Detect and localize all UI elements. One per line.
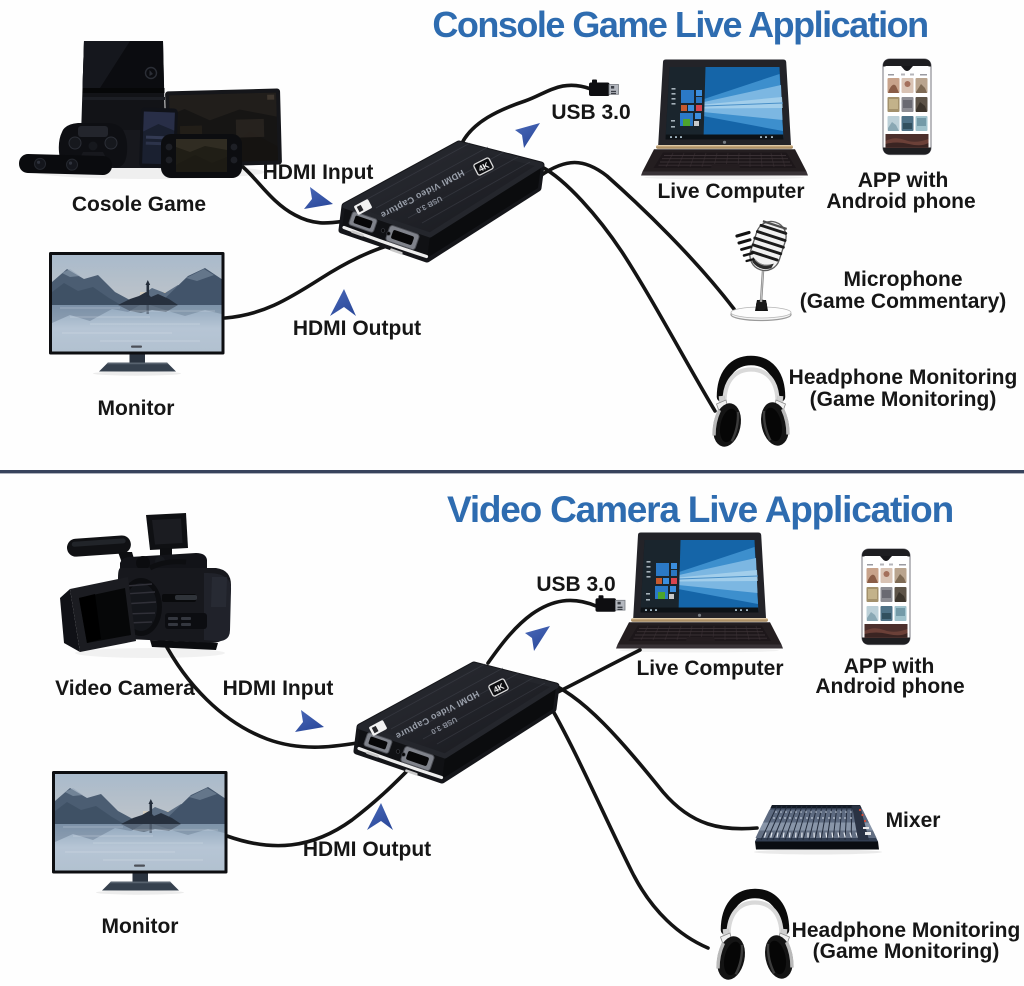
svg-text:USB 3.0: USB 3.0 bbox=[551, 101, 630, 124]
svg-text:Monitor: Monitor bbox=[98, 397, 175, 420]
svg-text:Monitor: Monitor bbox=[102, 915, 179, 938]
svg-text:APP with: APP with bbox=[844, 655, 935, 678]
svg-text:Video Camera Live Application: Video Camera Live Application bbox=[447, 489, 953, 530]
svg-text:Android phone: Android phone bbox=[815, 675, 964, 698]
svg-text:Cosole Game: Cosole Game bbox=[72, 193, 206, 216]
svg-text:Mixer: Mixer bbox=[886, 809, 941, 832]
svg-text:(Game Monitoring): (Game Monitoring) bbox=[810, 388, 997, 411]
svg-text:(Game Monitoring): (Game Monitoring) bbox=[813, 940, 1000, 963]
svg-text:Microphone: Microphone bbox=[844, 268, 963, 291]
svg-text:HDMI Output: HDMI Output bbox=[293, 317, 421, 340]
svg-text:Console Game Live Application: Console Game Live Application bbox=[432, 4, 927, 45]
svg-text:Live Computer: Live Computer bbox=[636, 657, 783, 680]
svg-text:Headphone Monitoring: Headphone Monitoring bbox=[792, 919, 1021, 942]
svg-text:HDMI Input: HDMI Input bbox=[263, 161, 374, 184]
svg-text:(Game Commentary): (Game Commentary) bbox=[800, 290, 1007, 313]
svg-text:Android phone: Android phone bbox=[826, 190, 975, 213]
svg-text:USB 3.0: USB 3.0 bbox=[536, 573, 615, 596]
svg-text:APP with: APP with bbox=[858, 169, 949, 192]
svg-text:Live Computer: Live Computer bbox=[657, 180, 804, 203]
svg-text:HDMI Output: HDMI Output bbox=[303, 838, 431, 861]
svg-text:Headphone Monitoring: Headphone Monitoring bbox=[789, 366, 1018, 389]
svg-text:4K: 4K bbox=[477, 160, 492, 174]
svg-text:Video Camera: Video Camera bbox=[55, 677, 195, 700]
svg-text:HDMI Input: HDMI Input bbox=[223, 677, 334, 700]
